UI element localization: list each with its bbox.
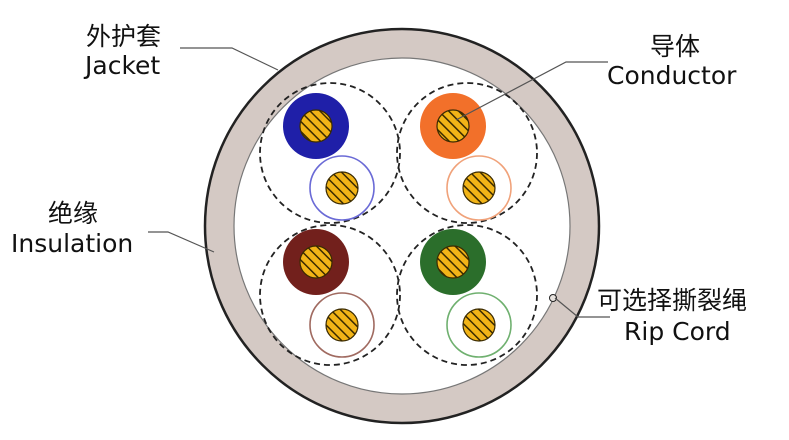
- pair-green: [396, 224, 538, 366]
- ripcord-label-cn: 可选择撕裂绳: [597, 286, 747, 315]
- conductor-orange: [436, 109, 470, 143]
- ripcord-leader-line: [554, 297, 610, 318]
- insulation-label-en: Insulation: [11, 229, 133, 258]
- conductor-label-cn: 导体: [650, 32, 700, 61]
- jacket-leader-line: [180, 47, 279, 71]
- cable-core: [233, 57, 571, 395]
- conductor-green-white: [462, 308, 496, 342]
- pair-boundary-green: [396, 224, 538, 366]
- conductor-brown: [299, 245, 333, 279]
- conductor-orange-white: [462, 171, 496, 205]
- ripcord-label-en: Rip Cord: [624, 317, 731, 346]
- insulation-label-cn: 绝缘: [48, 199, 98, 228]
- conductor-blue-white: [325, 171, 359, 205]
- rip-cord: [549, 294, 557, 302]
- pair-boundary-blue: [259, 82, 401, 224]
- twisted-pairs: [259, 82, 538, 366]
- pair-boundary-brown: [259, 224, 401, 366]
- pair-orange: [396, 82, 538, 224]
- conductor-green: [436, 245, 470, 279]
- jacket-label-cn: 外护套: [86, 22, 161, 51]
- pair-brown: [259, 224, 401, 366]
- conductor-brown-white: [325, 308, 359, 342]
- conductor-blue: [299, 109, 333, 143]
- conductor-leader-line: [455, 61, 608, 121]
- jacket-label-en: Jacket: [83, 51, 160, 80]
- pair-blue: [259, 82, 401, 224]
- insulation-leader-line: [148, 231, 215, 253]
- conductor-label-en: Conductor: [607, 61, 737, 90]
- pair-boundary-orange: [396, 82, 538, 224]
